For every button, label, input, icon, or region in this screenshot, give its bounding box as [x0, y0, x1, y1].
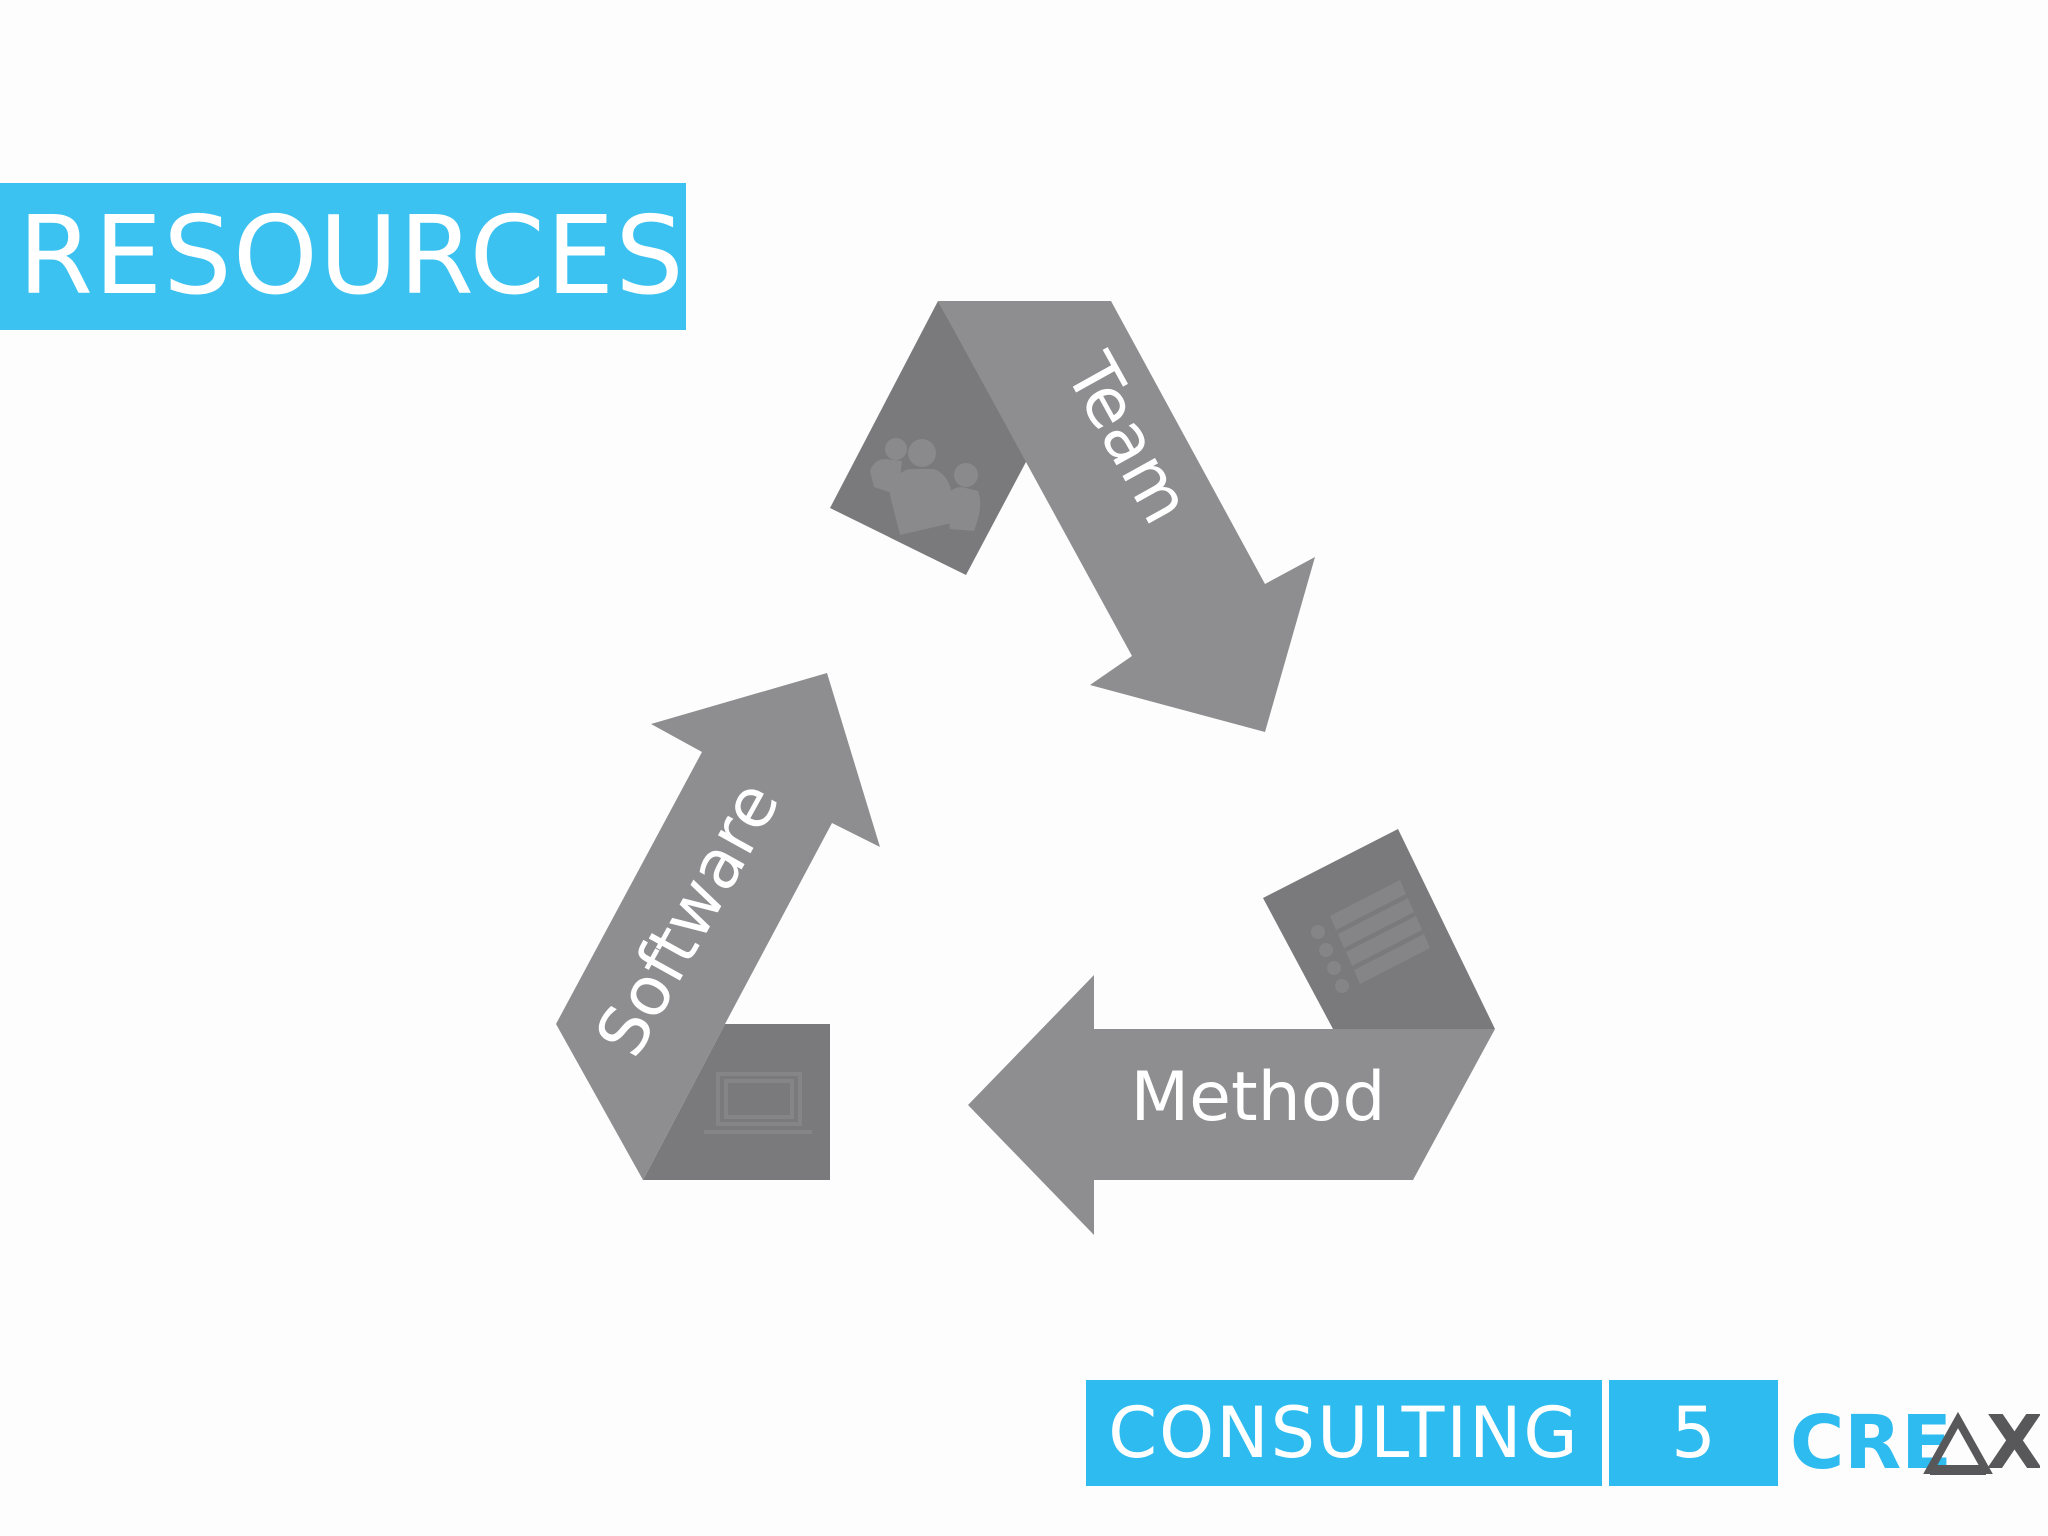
team-arrow-body: [938, 301, 1315, 732]
title-banner: RESOURCES: [0, 183, 686, 330]
logo-text-blue: CRE: [1790, 1400, 1952, 1480]
software-arrow: Software: [556, 673, 880, 1180]
software-arrow-body: [556, 673, 880, 1180]
page-title: RESOURCES: [18, 193, 685, 319]
team-arrow: Team: [830, 301, 1315, 732]
creax-logo: CRE X: [1790, 1400, 2040, 1480]
method-arrow-body: [968, 975, 1495, 1235]
page-number-box: 5: [1609, 1380, 1778, 1486]
consulting-label: CONSULTING: [1108, 1392, 1580, 1474]
consulting-banner: CONSULTING: [1086, 1380, 1602, 1486]
page-number: 5: [1671, 1392, 1716, 1474]
logo-text-gray: X: [1986, 1400, 2040, 1480]
software-arrow-tail: [643, 1024, 830, 1180]
delta-icon: [1923, 1411, 1993, 1475]
method-label: Method: [1130, 1058, 1385, 1137]
laptop-icon: [704, 1072, 812, 1134]
method-arrow: Method: [968, 829, 1495, 1235]
list-icon: [1311, 880, 1430, 993]
people-group-icon: [870, 438, 981, 535]
